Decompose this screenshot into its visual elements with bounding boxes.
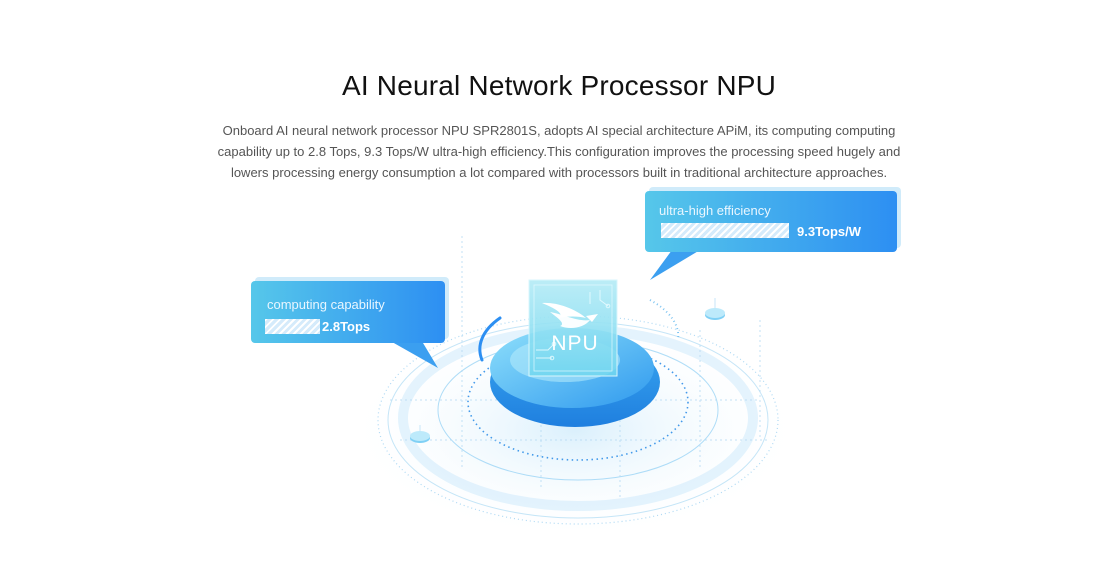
callout-computing-capability: computing capability 2.8Tops: [251, 281, 445, 343]
page-title: AI Neural Network Processor NPU: [341, 70, 777, 101]
hatch-bar: [265, 319, 320, 334]
chip-label: NPU: [551, 332, 598, 355]
mid-ring-dotted: [467, 343, 689, 461]
efficiency-value: 9.3Tops/W: [797, 224, 862, 239]
efficiency-label: ultra-high efficiency: [659, 203, 771, 218]
computing-capability-value: 2.8Tops: [322, 319, 371, 334]
page-description: Onboard AI neural network processor NPU …: [217, 123, 901, 180]
circuit-lines: [536, 290, 611, 361]
arc-highlight-left: [478, 316, 502, 362]
computing-capability-label: computing capability: [267, 297, 385, 312]
callout-ultra-high-efficiency: ultra-high efficiency 9.3Tops/W: [645, 191, 897, 252]
node-puck-right: [705, 298, 725, 320]
hatch-bar: [661, 223, 789, 238]
callout-pointer-right: [650, 250, 700, 280]
bird-logo-icon: [542, 302, 598, 328]
outer-ring-dotted: [377, 315, 779, 525]
node-puck-left: [410, 425, 430, 443]
npu-chip: [528, 279, 618, 377]
callout-pointer-left: [385, 338, 438, 368]
